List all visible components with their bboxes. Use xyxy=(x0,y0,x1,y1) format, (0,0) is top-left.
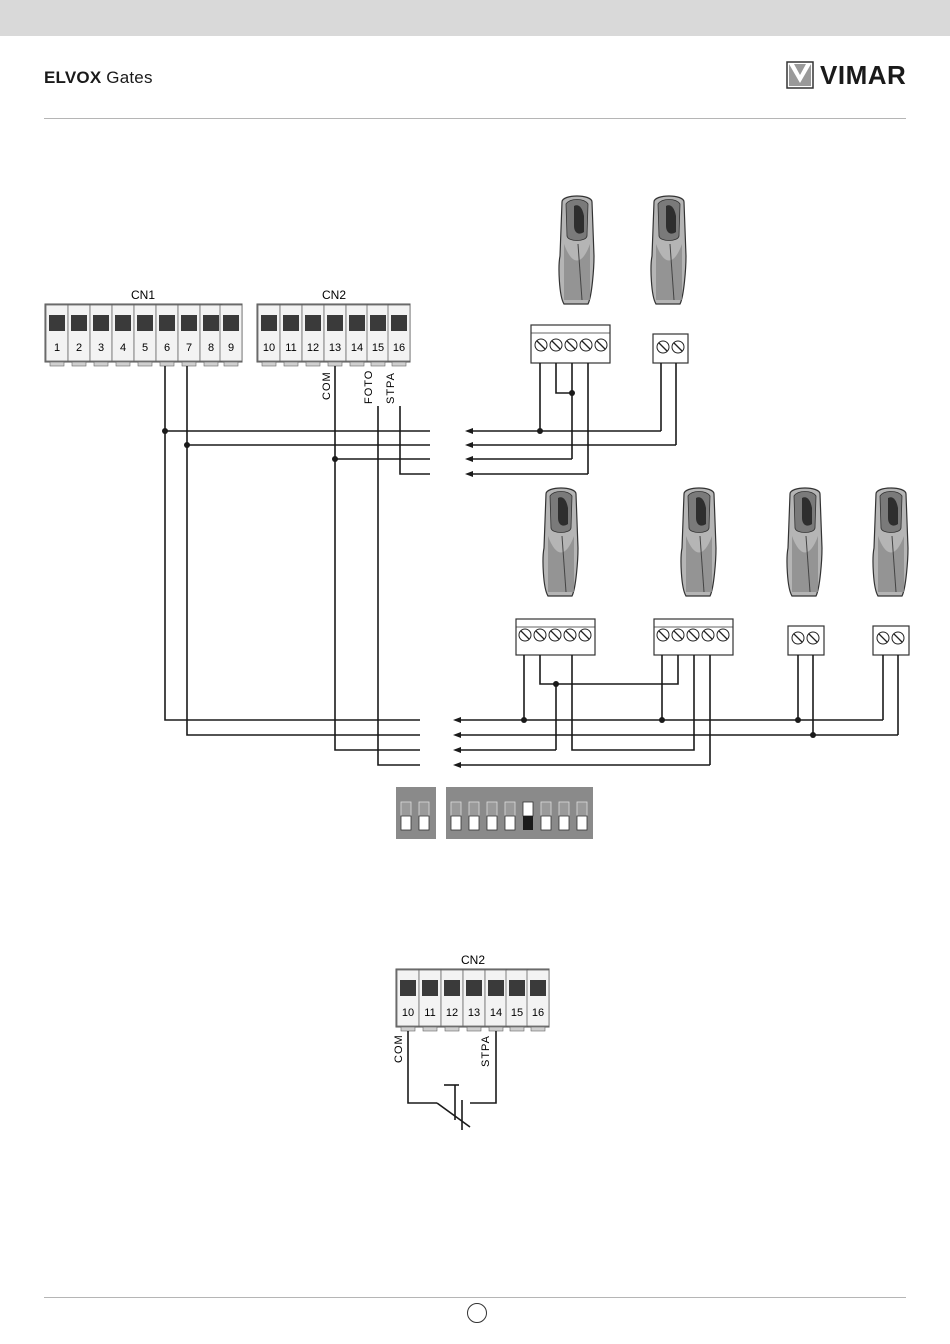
cn2-label-top: CN2 xyxy=(322,288,346,302)
photocell-receiver-1 xyxy=(543,488,578,596)
transmitter-terminal-strip-1 xyxy=(788,626,824,655)
cn2-top-terminal-10: 10 xyxy=(263,342,275,354)
photocell-receiver-top xyxy=(559,196,594,304)
cn1-terminal-7: 7 xyxy=(186,342,192,354)
receiver-terminal-strip-top xyxy=(531,325,610,363)
cn2-bottom-terminal-13: 13 xyxy=(468,1007,480,1019)
cn1-terminal-4: 4 xyxy=(120,342,126,354)
cn2-top-terminal-15: 15 xyxy=(372,342,384,354)
wiring-bottom-junctions xyxy=(453,681,816,768)
wiring-top xyxy=(165,363,676,765)
cn1-terminal-2: 2 xyxy=(76,342,82,354)
com-label-bottom: COM xyxy=(393,1034,405,1063)
transmitter-terminal-strip-top xyxy=(653,334,688,363)
cn1-label: CN1 xyxy=(131,288,155,302)
dip-switch-on xyxy=(523,802,533,830)
transmitter-terminal-strip-2 xyxy=(873,626,909,655)
com-label-top: COM xyxy=(321,371,333,400)
cn2-bottom-terminal-10: 10 xyxy=(402,1007,414,1019)
cn2-bottom-terminal-14: 14 xyxy=(490,1007,502,1019)
cn1-terminal-block: CN1 1 2 3 4 5 6 7 8 9 xyxy=(45,288,242,366)
cn2-bottom-terminal-12: 12 xyxy=(446,1007,458,1019)
receiver-terminal-strip-1 xyxy=(516,619,595,655)
cn2-label-bottom: CN2 xyxy=(461,953,485,967)
cn2-terminal-block-top: CN2 10 11 12 13 14 15 16 COM FOTO STPA xyxy=(257,288,410,404)
cn2-bottom-terminal-15: 15 xyxy=(511,1007,523,1019)
photocell-receiver-2 xyxy=(681,488,716,596)
stpa-label-bottom: STPA xyxy=(480,1035,492,1067)
cn2-top-terminal-16: 16 xyxy=(393,342,405,354)
cn2-top-terminal-12: 12 xyxy=(307,342,319,354)
photocell-transmitter-2 xyxy=(873,488,908,596)
cn2-bottom-terminal-16: 16 xyxy=(532,1007,544,1019)
cn1-terminal-9: 9 xyxy=(228,342,234,354)
cn1-terminal-5: 5 xyxy=(142,342,148,354)
cn1-terminal-3: 3 xyxy=(98,342,104,354)
dip-switch-panel-2 xyxy=(396,787,436,839)
cn1-terminal-8: 8 xyxy=(208,342,214,354)
cn1-terminal-1: 1 xyxy=(54,342,60,354)
foto-label: FOTO xyxy=(363,370,375,404)
photocell-transmitter-1 xyxy=(787,488,822,596)
dip-switch-panel-8 xyxy=(446,787,593,839)
cn2-top-terminal-14: 14 xyxy=(351,342,363,354)
photocell-transmitter-top xyxy=(651,196,686,304)
receiver-terminal-strip-2 xyxy=(654,619,733,655)
cn2-top-terminal-13: 13 xyxy=(329,342,341,354)
cn2-terminal-block-bottom: CN2 10 11 12 13 14 15 16 COM STPA xyxy=(393,953,549,1067)
cn1-terminal-6: 6 xyxy=(164,342,170,354)
cn2-top-terminal-11: 11 xyxy=(285,342,296,354)
cn2-bottom-terminal-11: 11 xyxy=(424,1007,435,1019)
stpa-label-top: STPA xyxy=(385,372,397,404)
wiring-bottom-group xyxy=(458,655,898,765)
